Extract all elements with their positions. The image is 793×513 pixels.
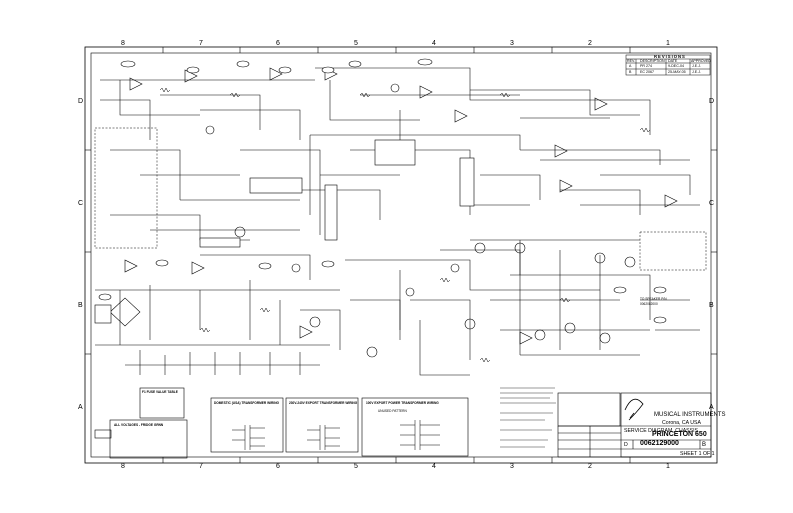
zone-col-8-bottom: 8 (121, 463, 125, 470)
zone-col-2: 2 (588, 40, 592, 47)
document-type: SERVICE DIAGRAM, CHASSIS (624, 428, 698, 434)
all-voltages-box (109, 419, 188, 459)
zone-row-b-right: B (709, 302, 714, 309)
domestic-wiring-box (210, 397, 284, 453)
revision-a-rev: A (629, 64, 632, 68)
zone-col-4-bottom: 4 (432, 463, 436, 470)
zone-col-1-bottom: 1 (666, 463, 670, 470)
outer-border (84, 46, 718, 464)
revisions-col-approved: APPROVED (691, 59, 711, 63)
fuse-table-title: F1 FUSE VALUE TABLE (142, 390, 178, 394)
export230-wiring-title: 230V-240V EXPORT TRANSFORMER WIRING (289, 401, 358, 405)
all-voltages-label: ALL VOLTAGES - FRIDGE GRNN (114, 423, 164, 427)
dashed-box-right (639, 231, 707, 271)
fuse-table-box (139, 387, 185, 419)
revisions-col-date: DATE (668, 59, 678, 63)
revisions-heading: REVISIONS (654, 54, 686, 59)
op-amps (124, 67, 678, 345)
title-block-frame (557, 392, 712, 458)
revisions-col-rev: REV. (627, 59, 636, 63)
export100-wiring-box (361, 397, 469, 457)
zone-col-8: 8 (121, 40, 125, 47)
unused-pattern-label: UNUSED PATTERN (378, 409, 407, 413)
zone-col-7: 7 (199, 40, 203, 47)
export100-wiring-title: 100V EXPORT POWER TRANSFORMER WIRING (366, 401, 439, 405)
fender-logo (624, 398, 644, 421)
revision-letter: B (702, 442, 707, 448)
zone-row-a: A (78, 404, 83, 411)
size-letter: D (624, 442, 628, 448)
zone-row-c-right: C (709, 200, 715, 207)
power-amp-section (345, 239, 700, 376)
revision-b-date: 25-MAY-05 (668, 70, 686, 74)
revision-a-desc: PR 274 (640, 64, 652, 68)
to-speaker-part-number: 0062082000 (640, 302, 658, 306)
domestic-wiring-title: DOMESTIC (USA) TRANSFORMER WIRING (214, 401, 279, 405)
zone-col-3: 3 (510, 40, 514, 47)
sheet-label: SHEET 1 OF 1 (680, 451, 715, 457)
zone-col-1: 1 (666, 40, 670, 47)
part-number: 0062129000 (640, 440, 679, 447)
notice-box (557, 392, 621, 427)
preamp-section (100, 67, 700, 280)
revision-b-approved: J.E.J. (692, 70, 701, 74)
zone-row-b: B (78, 302, 83, 309)
revision-a-approved: J.E.J. (692, 64, 701, 68)
to-speaker-label: TO SPEAKER P/N (640, 297, 667, 301)
zone-row-d-right: D (709, 98, 715, 105)
power-supply-section (95, 280, 341, 375)
dashed-region (94, 127, 158, 249)
company-location: Corona, CA USA (662, 420, 701, 426)
zone-col-2-bottom: 2 (588, 463, 592, 470)
ic-blocks (94, 139, 475, 439)
company-name: MUSICAL INSTRUMENTS (654, 412, 726, 418)
zone-col-5-bottom: 5 (354, 463, 358, 470)
transformer-coils (232, 420, 440, 450)
transistors (205, 83, 636, 358)
zone-col-6-bottom: 6 (276, 463, 280, 470)
model-name: PRINCETON 650 (652, 431, 707, 438)
revision-b-desc: EC 2067 (640, 70, 654, 74)
resistors (159, 87, 651, 363)
zone-col-5: 5 (354, 40, 358, 47)
zone-row-a-right: A (709, 404, 714, 411)
zone-ticks (85, 47, 717, 463)
zone-row-c: C (78, 200, 84, 207)
revisions-frame (625, 54, 711, 76)
revision-a-date: 9-DEC-04 (668, 64, 684, 68)
zone-col-7-bottom: 7 (199, 463, 203, 470)
zone-row-d: D (78, 98, 84, 105)
zone-col-3-bottom: 3 (510, 463, 514, 470)
jack-ovals (98, 58, 667, 324)
export230-wiring-box (285, 397, 359, 453)
revisions-col-desc: DESCRIPTION (640, 59, 665, 63)
revision-b-rev: B (629, 70, 632, 74)
notes-lines (500, 387, 556, 448)
inner-border (90, 52, 712, 458)
zone-col-4: 4 (432, 40, 436, 47)
zone-col-6: 6 (276, 40, 280, 47)
